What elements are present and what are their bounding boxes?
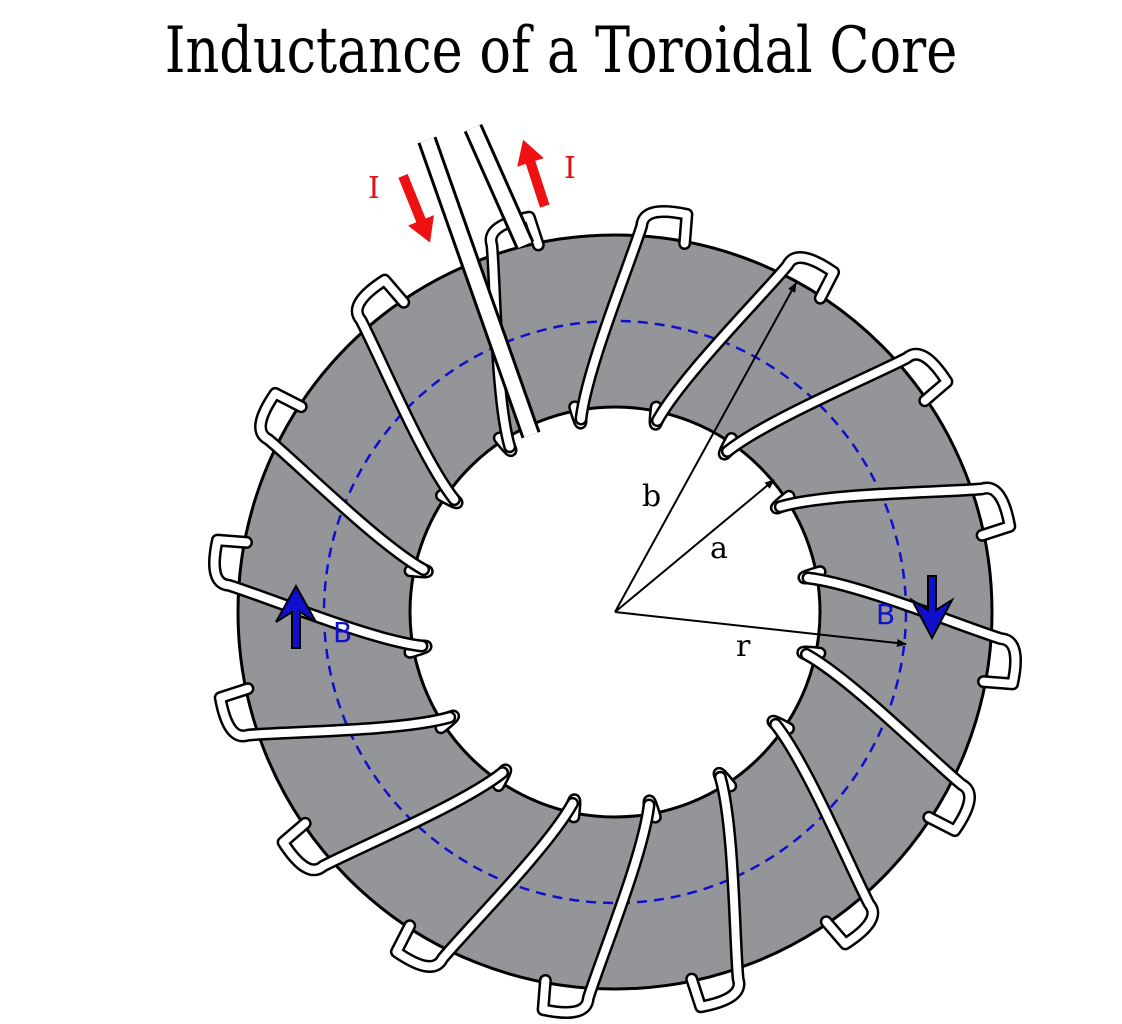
winding-turn	[804, 574, 1020, 688]
red-arrow-icon	[398, 174, 434, 243]
radius-b-label: b	[642, 479, 661, 514]
red-arrow-icon	[517, 139, 550, 208]
winding-turn	[353, 276, 459, 504]
radius-r-arrow	[614, 611, 907, 647]
winding-turn	[210, 536, 426, 650]
radius-a-label: a	[710, 531, 728, 566]
radius-b-arrow	[614, 282, 797, 613]
winding-front	[208, 205, 1022, 1019]
winding-turn	[216, 684, 454, 740]
mean-path-circle	[322, 319, 908, 905]
radius-vectors	[614, 282, 907, 647]
winding-turn	[771, 720, 877, 948]
winding-turn	[776, 484, 1014, 540]
winding-turn	[723, 350, 951, 456]
winding-turn	[279, 768, 507, 874]
winding-turn	[687, 773, 743, 1011]
field-left-label: B	[333, 616, 352, 649]
lead-wires	[417, 123, 541, 439]
winding-turn	[802, 650, 974, 835]
current-in-label: I	[368, 171, 380, 206]
winding-turn	[653, 253, 838, 425]
field-right-label: B	[876, 598, 895, 631]
blue-arrow-icon	[909, 575, 955, 641]
blue-arrow-icon	[275, 583, 317, 649]
winding-turn	[577, 207, 691, 423]
current-out-label: I	[564, 151, 576, 186]
radius-r-label: r	[736, 629, 751, 664]
winding-turn	[392, 799, 577, 971]
winding-turn	[256, 389, 428, 574]
page-title: Inductance of a Toroidal Core	[164, 14, 958, 88]
winding-turn	[539, 801, 653, 1017]
radius-a-arrow	[614, 479, 775, 613]
